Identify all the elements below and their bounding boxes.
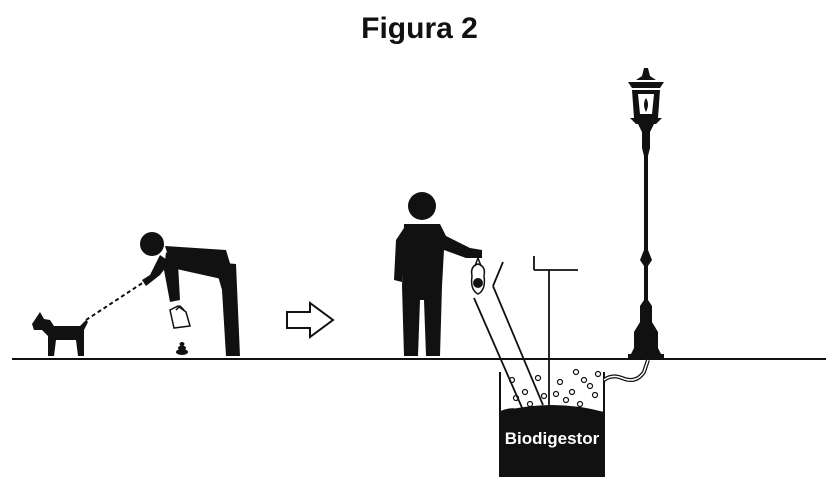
figure-title: Figura 2 <box>361 12 478 45</box>
person-icon <box>394 192 482 356</box>
bag-icon <box>169 304 191 329</box>
arrow-right-icon <box>286 301 335 339</box>
droppings-icon <box>176 342 188 355</box>
gas-bubbles <box>508 368 602 408</box>
chute-icon <box>473 261 544 411</box>
street-lamp-icon <box>628 68 664 359</box>
leash-line <box>85 277 151 321</box>
person-bending-icon <box>140 232 240 356</box>
dog-icon <box>32 312 88 356</box>
tank-icon <box>499 372 605 477</box>
rod-icon <box>533 256 578 410</box>
bag-with-waste-icon <box>470 255 486 295</box>
biodigestor-label: Biodigestor <box>505 429 600 448</box>
